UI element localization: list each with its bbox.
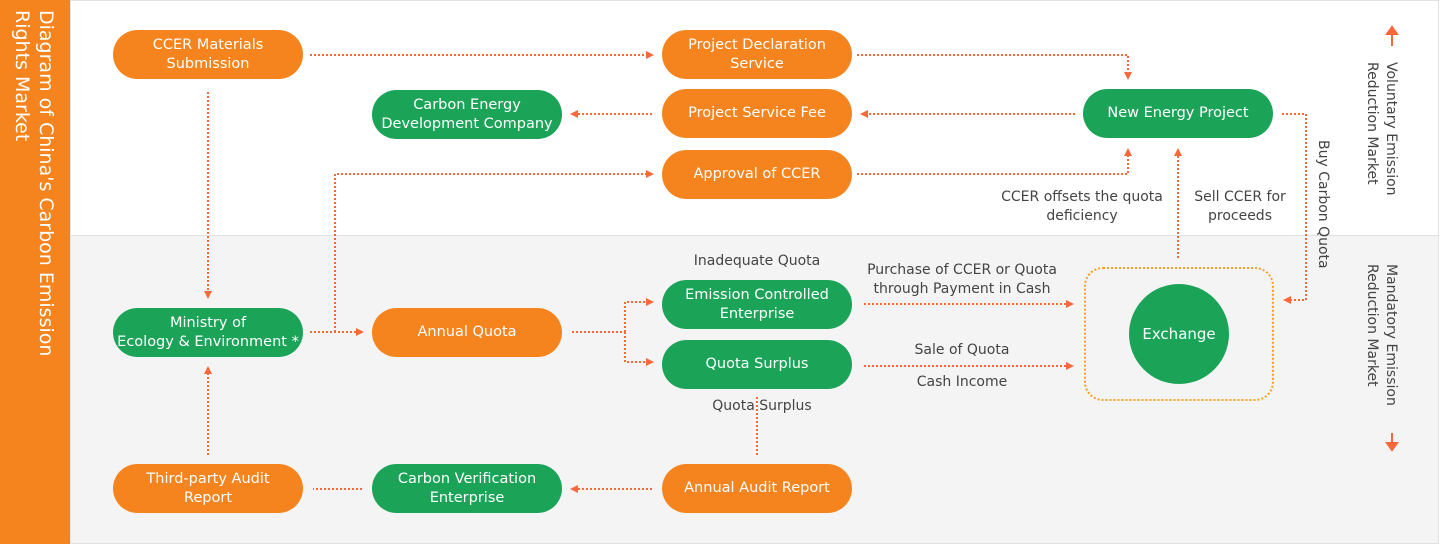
edge-to-emission: [624, 298, 654, 332]
node-new-energy-project: New Energy Project: [1083, 89, 1273, 138]
edge-buy-carbon-quota: [1282, 113, 1307, 304]
edge-ministry-to-approval: [334, 170, 654, 332]
label-sale-of-quota: Sale of Quota: [914, 342, 1010, 358]
label-inadequate-quota: Inadequate Quota: [693, 253, 821, 269]
node-project-service-fee: Project Service Fee: [662, 89, 852, 138]
exchange-dotted-box: [1084, 267, 1274, 401]
label-cash-income: Cash Income: [916, 374, 1008, 390]
node-annual-audit-report: Annual Audit Report: [662, 464, 852, 513]
node-exchange: Exchange: [1129, 284, 1229, 384]
edge-declaration-to-newenergy: [857, 54, 1132, 80]
node-approval-of-ccer: Approval of CCER: [662, 150, 852, 199]
node-annual-quota: Annual Quota: [372, 308, 562, 357]
edge-to-surplus: [624, 332, 654, 366]
edge-approval-to-newenergy: [857, 148, 1132, 175]
label-buy-carbon-quota: Buy Carbon Quota: [1315, 140, 1331, 269]
node-quota-surplus: Quota Surplus: [662, 340, 852, 389]
label-quota-surplus: Quota Surplus: [712, 398, 812, 414]
